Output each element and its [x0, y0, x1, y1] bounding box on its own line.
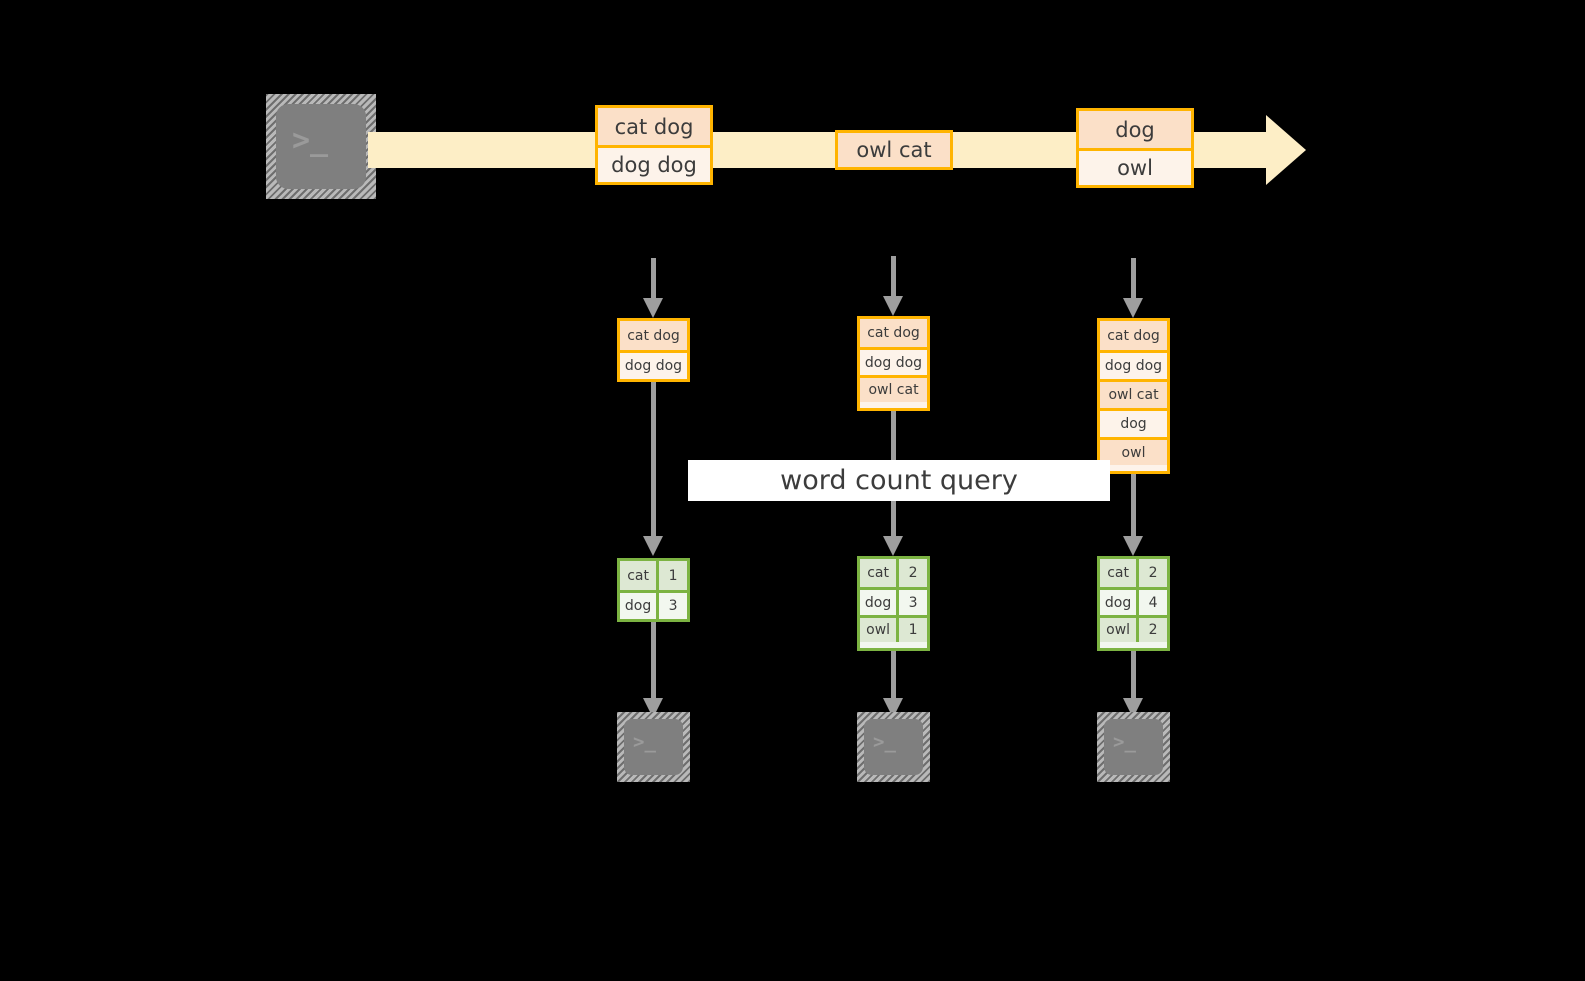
query-label: word count query — [688, 460, 1110, 501]
terminal-screen — [276, 104, 366, 189]
result-word-cell: owl — [1100, 618, 1137, 642]
column-3-accumulated-row: cat dog — [1100, 321, 1167, 350]
column-2-result-table[interactable]: cat 2 dog 3 owl 1 — [857, 556, 930, 651]
terminal-prompt-glyph: >_ — [292, 123, 329, 158]
connector-column-3-to-sink — [1123, 651, 1143, 718]
terminal-screen — [864, 719, 923, 775]
column-3-result-table[interactable]: cat 2 dog 4 owl 2 — [1097, 556, 1170, 651]
stream-batch-3[interactable]: dog owl — [1076, 108, 1194, 188]
column-2-sink-terminal-icon[interactable]: >_ — [857, 712, 930, 782]
result-count-cell: 3 — [656, 593, 687, 619]
stream-batch-1-row: cat dog — [598, 108, 710, 145]
column-2-accumulated-table[interactable]: cat dog dog dog owl cat — [857, 316, 930, 411]
result-count-cell: 2 — [1136, 618, 1167, 642]
result-word-cell: dog — [1100, 590, 1137, 615]
stream-batch-1[interactable]: cat dog dog dog — [595, 105, 713, 185]
terminal-screen — [1104, 719, 1163, 775]
stream-batch-1-row: dog dog — [598, 145, 710, 182]
column-3-sink-terminal-icon[interactable]: >_ — [1097, 712, 1170, 782]
column-1-accumulated-table[interactable]: cat dog dog dog — [617, 318, 690, 382]
result-count-cell: 3 — [896, 590, 927, 615]
result-word-cell: cat — [1100, 559, 1137, 587]
stream-arrowhead-icon — [1266, 115, 1306, 185]
table-row: cat 2 — [1100, 559, 1167, 587]
stream-batch-2-row: owl cat — [838, 133, 950, 167]
stream-batch-3-row: dog — [1079, 111, 1191, 148]
table-row: owl 1 — [860, 615, 927, 642]
column-1-result-table[interactable]: cat 1 dog 3 — [617, 558, 690, 622]
stream-batch-3-row: owl — [1079, 148, 1191, 185]
column-3-accumulated-table[interactable]: cat dog dog dog owl cat dog owl — [1097, 318, 1170, 474]
column-1-sink-terminal-icon[interactable]: >_ — [617, 712, 690, 782]
terminal-prompt-glyph: >_ — [873, 731, 896, 753]
column-2-accumulated-row: cat dog — [860, 319, 927, 347]
column-3-accumulated-row: dog — [1100, 408, 1167, 437]
table-row: dog 3 — [860, 587, 927, 615]
terminal-prompt-glyph: >_ — [633, 731, 656, 753]
column-3-accumulated-row: dog dog — [1100, 350, 1167, 379]
column-3-accumulated-row: owl cat — [1100, 379, 1167, 408]
connector-stream-to-column-1 — [643, 258, 663, 318]
connector-column-2-to-sink — [883, 651, 903, 718]
table-row: dog 3 — [620, 590, 687, 619]
table-row: cat 1 — [620, 561, 687, 590]
result-count-cell: 4 — [1136, 590, 1167, 615]
column-1-accumulated-row: dog dog — [620, 350, 687, 379]
column-2-accumulated-row: dog dog — [860, 347, 927, 375]
connector-column-3-query — [1123, 474, 1143, 556]
table-row: dog 4 — [1100, 587, 1167, 615]
stream-batch-2[interactable]: owl cat — [835, 130, 953, 170]
result-word-cell: dog — [620, 593, 657, 619]
source-terminal-icon[interactable]: >_ — [266, 94, 376, 199]
connector-column-1-to-sink — [643, 622, 663, 718]
column-1-accumulated-row: cat dog — [620, 321, 687, 350]
result-word-cell: cat — [860, 559, 897, 587]
result-word-cell: owl — [860, 618, 897, 642]
connector-column-1-query — [643, 382, 663, 556]
table-row: cat 2 — [860, 559, 927, 587]
result-count-cell: 2 — [1136, 559, 1167, 587]
table-row: owl 2 — [1100, 615, 1167, 642]
result-count-cell: 1 — [896, 618, 927, 642]
connector-stream-to-column-2 — [883, 256, 903, 316]
terminal-screen — [624, 719, 683, 775]
result-word-cell: dog — [860, 590, 897, 615]
connector-stream-to-column-3 — [1123, 258, 1143, 318]
terminal-prompt-glyph: >_ — [1113, 731, 1136, 753]
result-count-cell: 1 — [656, 561, 687, 590]
column-2-accumulated-row: owl cat — [860, 375, 927, 402]
result-word-cell: cat — [620, 561, 657, 590]
result-count-cell: 2 — [896, 559, 927, 587]
column-3-accumulated-row: owl — [1100, 437, 1167, 465]
